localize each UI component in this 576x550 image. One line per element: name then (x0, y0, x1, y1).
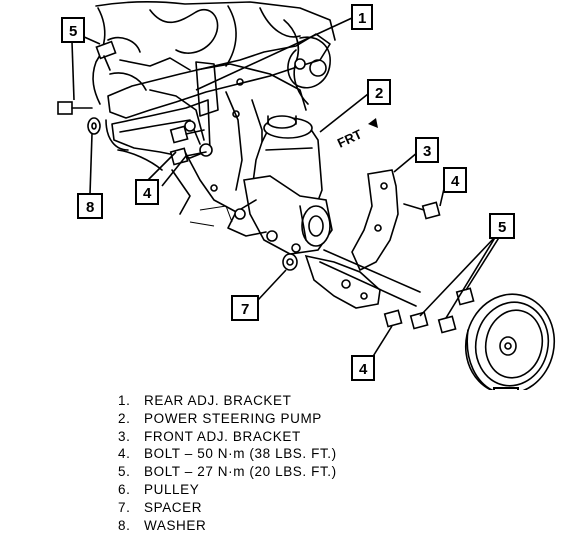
callout-4-bottom: 4 (351, 355, 375, 381)
legend-item: 7. SPACER (118, 500, 418, 518)
callout-5-right: 5 (489, 213, 515, 239)
legend-item-text: PULLEY (144, 481, 200, 497)
legend-item-text: REAR ADJ. BRACKET (144, 393, 292, 408)
legend-item-text: FRONT ADJ. BRACKET (144, 428, 301, 444)
legend-item: 1. REAR ADJ. BRACKET (118, 393, 418, 411)
callout-4-left: 4 (135, 179, 159, 205)
engine-block (92, 1, 336, 227)
bolt-group-top-left (57, 40, 117, 135)
legend-item-text: BOLT – 27 N·m (20 LBS. FT.) (144, 464, 337, 480)
callout-2-label: 2 (375, 85, 383, 102)
legend-item-text: WASHER (144, 517, 207, 533)
diagram-drawing: FRT 1 2 3 4 4 4 (57, 1, 556, 421)
callout-8: 8 (77, 193, 103, 219)
legend-item-number: 3. (118, 428, 131, 444)
front-direction-arrow (368, 118, 378, 128)
parts-legend: 1. REAR ADJ. BRACKET 2. POWER STEERING P… (118, 393, 418, 535)
callout-1-label: 1 (358, 10, 366, 27)
callout-1: 1 (351, 4, 373, 30)
callout-4-right: 4 (443, 167, 467, 193)
callout-3-label: 3 (423, 143, 431, 160)
legend-item-number: 4. (118, 446, 131, 462)
legend-item-text: BOLT – 50 N·m (38 LBS. FT.) (144, 446, 337, 462)
legend-item-text: POWER STEERING PUMP (144, 410, 322, 426)
legend-item-number: 7. (118, 499, 131, 515)
callout-5-top-left-label: 5 (69, 23, 77, 40)
power-steering-pump (227, 115, 333, 255)
callout-3: 3 (415, 137, 439, 163)
callout-2: 2 (367, 79, 391, 105)
callout-7-label: 7 (241, 301, 249, 318)
legend-item-number: 1. (118, 393, 131, 408)
spacer (282, 253, 298, 271)
front-direction-label: FRT (335, 126, 364, 150)
legend-item: 6. PULLEY (118, 482, 418, 500)
legend-item: 4. BOLT – 50 N·m (38 LBS. FT.) (118, 446, 418, 464)
callout-4-right-label: 4 (451, 173, 460, 190)
legend-item-number: 2. (118, 410, 131, 426)
legend-item: 8. WASHER (118, 518, 418, 536)
front-adj-bracket (304, 169, 421, 309)
callout-7: 7 (231, 295, 259, 321)
callout-5-top-left: 5 (61, 17, 85, 43)
callout-8-label: 8 (86, 199, 94, 216)
callout-6: 6 (493, 387, 519, 413)
callout-4-bottom-label: 4 (359, 361, 368, 378)
bolt-group-right (383, 201, 475, 334)
legend-item-number: 8. (118, 517, 131, 533)
callout-5-right-label: 5 (498, 219, 506, 236)
leader-lines (71, 17, 509, 421)
legend-item: 5. BOLT – 27 N·m (20 LBS. FT.) (118, 464, 418, 482)
callout-4-left-label: 4 (143, 185, 152, 202)
legend-item-number: 6. (118, 481, 131, 497)
legend-item: 3. FRONT ADJ. BRACKET (118, 429, 418, 447)
legend-item-number: 5. (118, 464, 131, 480)
legend-item: 2. POWER STEERING PUMP (118, 411, 418, 429)
front-direction-indicator: FRT (335, 118, 378, 151)
legend-item-text: SPACER (144, 499, 203, 515)
